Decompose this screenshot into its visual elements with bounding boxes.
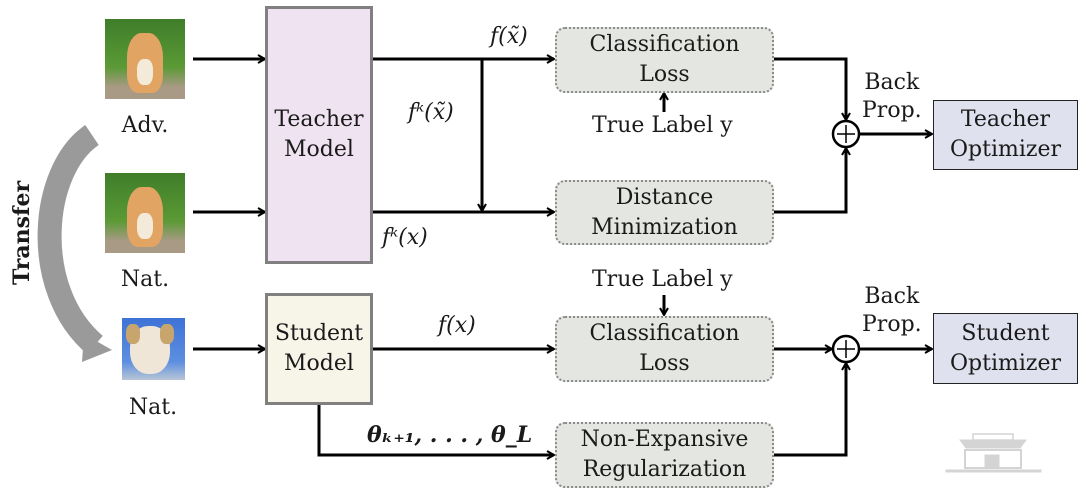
student-model-box: Student Model	[265, 293, 373, 405]
student-cls-line1: Classification	[589, 321, 740, 346]
backprop-bottom-line1: Back	[864, 284, 920, 309]
nat-puppy-image	[122, 318, 185, 380]
signal-f-nat: f(x)	[438, 313, 476, 338]
non-expansive-regularization-box: Non-Expansive Regularization	[555, 422, 774, 488]
nonexp-line1: Non-Expansive	[580, 427, 749, 452]
backprop-top-line1: Back	[864, 70, 920, 95]
nonexp-line2: Regularization	[582, 457, 747, 482]
true-label-top: True Label y	[592, 113, 733, 138]
backprop-bottom-line2: Prop.	[862, 312, 922, 337]
student-model-line2: Model	[284, 351, 354, 376]
nat-label-teacher: Nat.	[120, 267, 170, 292]
teacher-cls-line1: Classification	[589, 32, 740, 57]
signal-fk-nat: fᵏ(x)	[382, 225, 428, 250]
wire-dist-to-sum	[774, 148, 846, 214]
adv-label: Adv.	[121, 113, 169, 138]
transfer-arrow	[37, 125, 104, 355]
backprop-label-top: Back Prop.	[862, 68, 922, 126]
distance-line1: Distance	[615, 184, 714, 210]
student-model-line1: Student	[274, 321, 364, 346]
signal-fk-adv: fᵏ(x̃)	[408, 100, 454, 125]
student-optimizer-line2: Optimizer	[949, 350, 1062, 376]
teacher-classification-loss-box: Classification Loss	[555, 27, 774, 93]
teacher-cls-line2: Loss	[639, 62, 690, 87]
teacher-optimizer-box: Teacher Optimizer	[933, 100, 1078, 170]
transfer-arrowhead	[82, 334, 112, 362]
true-label-bottom: True Label y	[592, 267, 733, 292]
adv-kitten-image	[105, 19, 185, 99]
distance-line2: Minimization	[591, 214, 738, 240]
backprop-top-line2: Prop.	[862, 98, 922, 123]
signal-f-adv: f(x̃)	[490, 24, 528, 49]
nat-label-student: Nat.	[128, 395, 178, 420]
student-classification-loss-box: Classification Loss	[555, 316, 774, 382]
student-cls-line2: Loss	[639, 351, 690, 376]
distance-minimization-box: Distance Minimization	[555, 180, 774, 245]
teacher-optimizer-line1: Teacher	[960, 107, 1051, 132]
wire-theta	[317, 405, 554, 455]
nat-kitten-image	[105, 173, 185, 253]
teacher-model-line1: Teacher	[274, 107, 364, 132]
wire-nonexp-to-sum	[774, 363, 846, 457]
backprop-label-bottom: Back Prop.	[862, 282, 922, 340]
wire-cls-to-sum	[774, 57, 846, 120]
teacher-model-box: Teacher Model	[265, 6, 373, 264]
student-optimizer-box: Student Optimizer	[933, 313, 1078, 384]
watermark-building-icon	[945, 433, 1042, 473]
signal-theta: θₖ₊₁, . . . , θ_L	[367, 422, 533, 448]
teacher-model-line2: Model	[284, 137, 354, 162]
teacher-optimizer-line2: Optimizer	[949, 137, 1062, 162]
transfer-label: Transfer	[9, 180, 35, 285]
student-optimizer-line1: Student	[961, 320, 1050, 346]
